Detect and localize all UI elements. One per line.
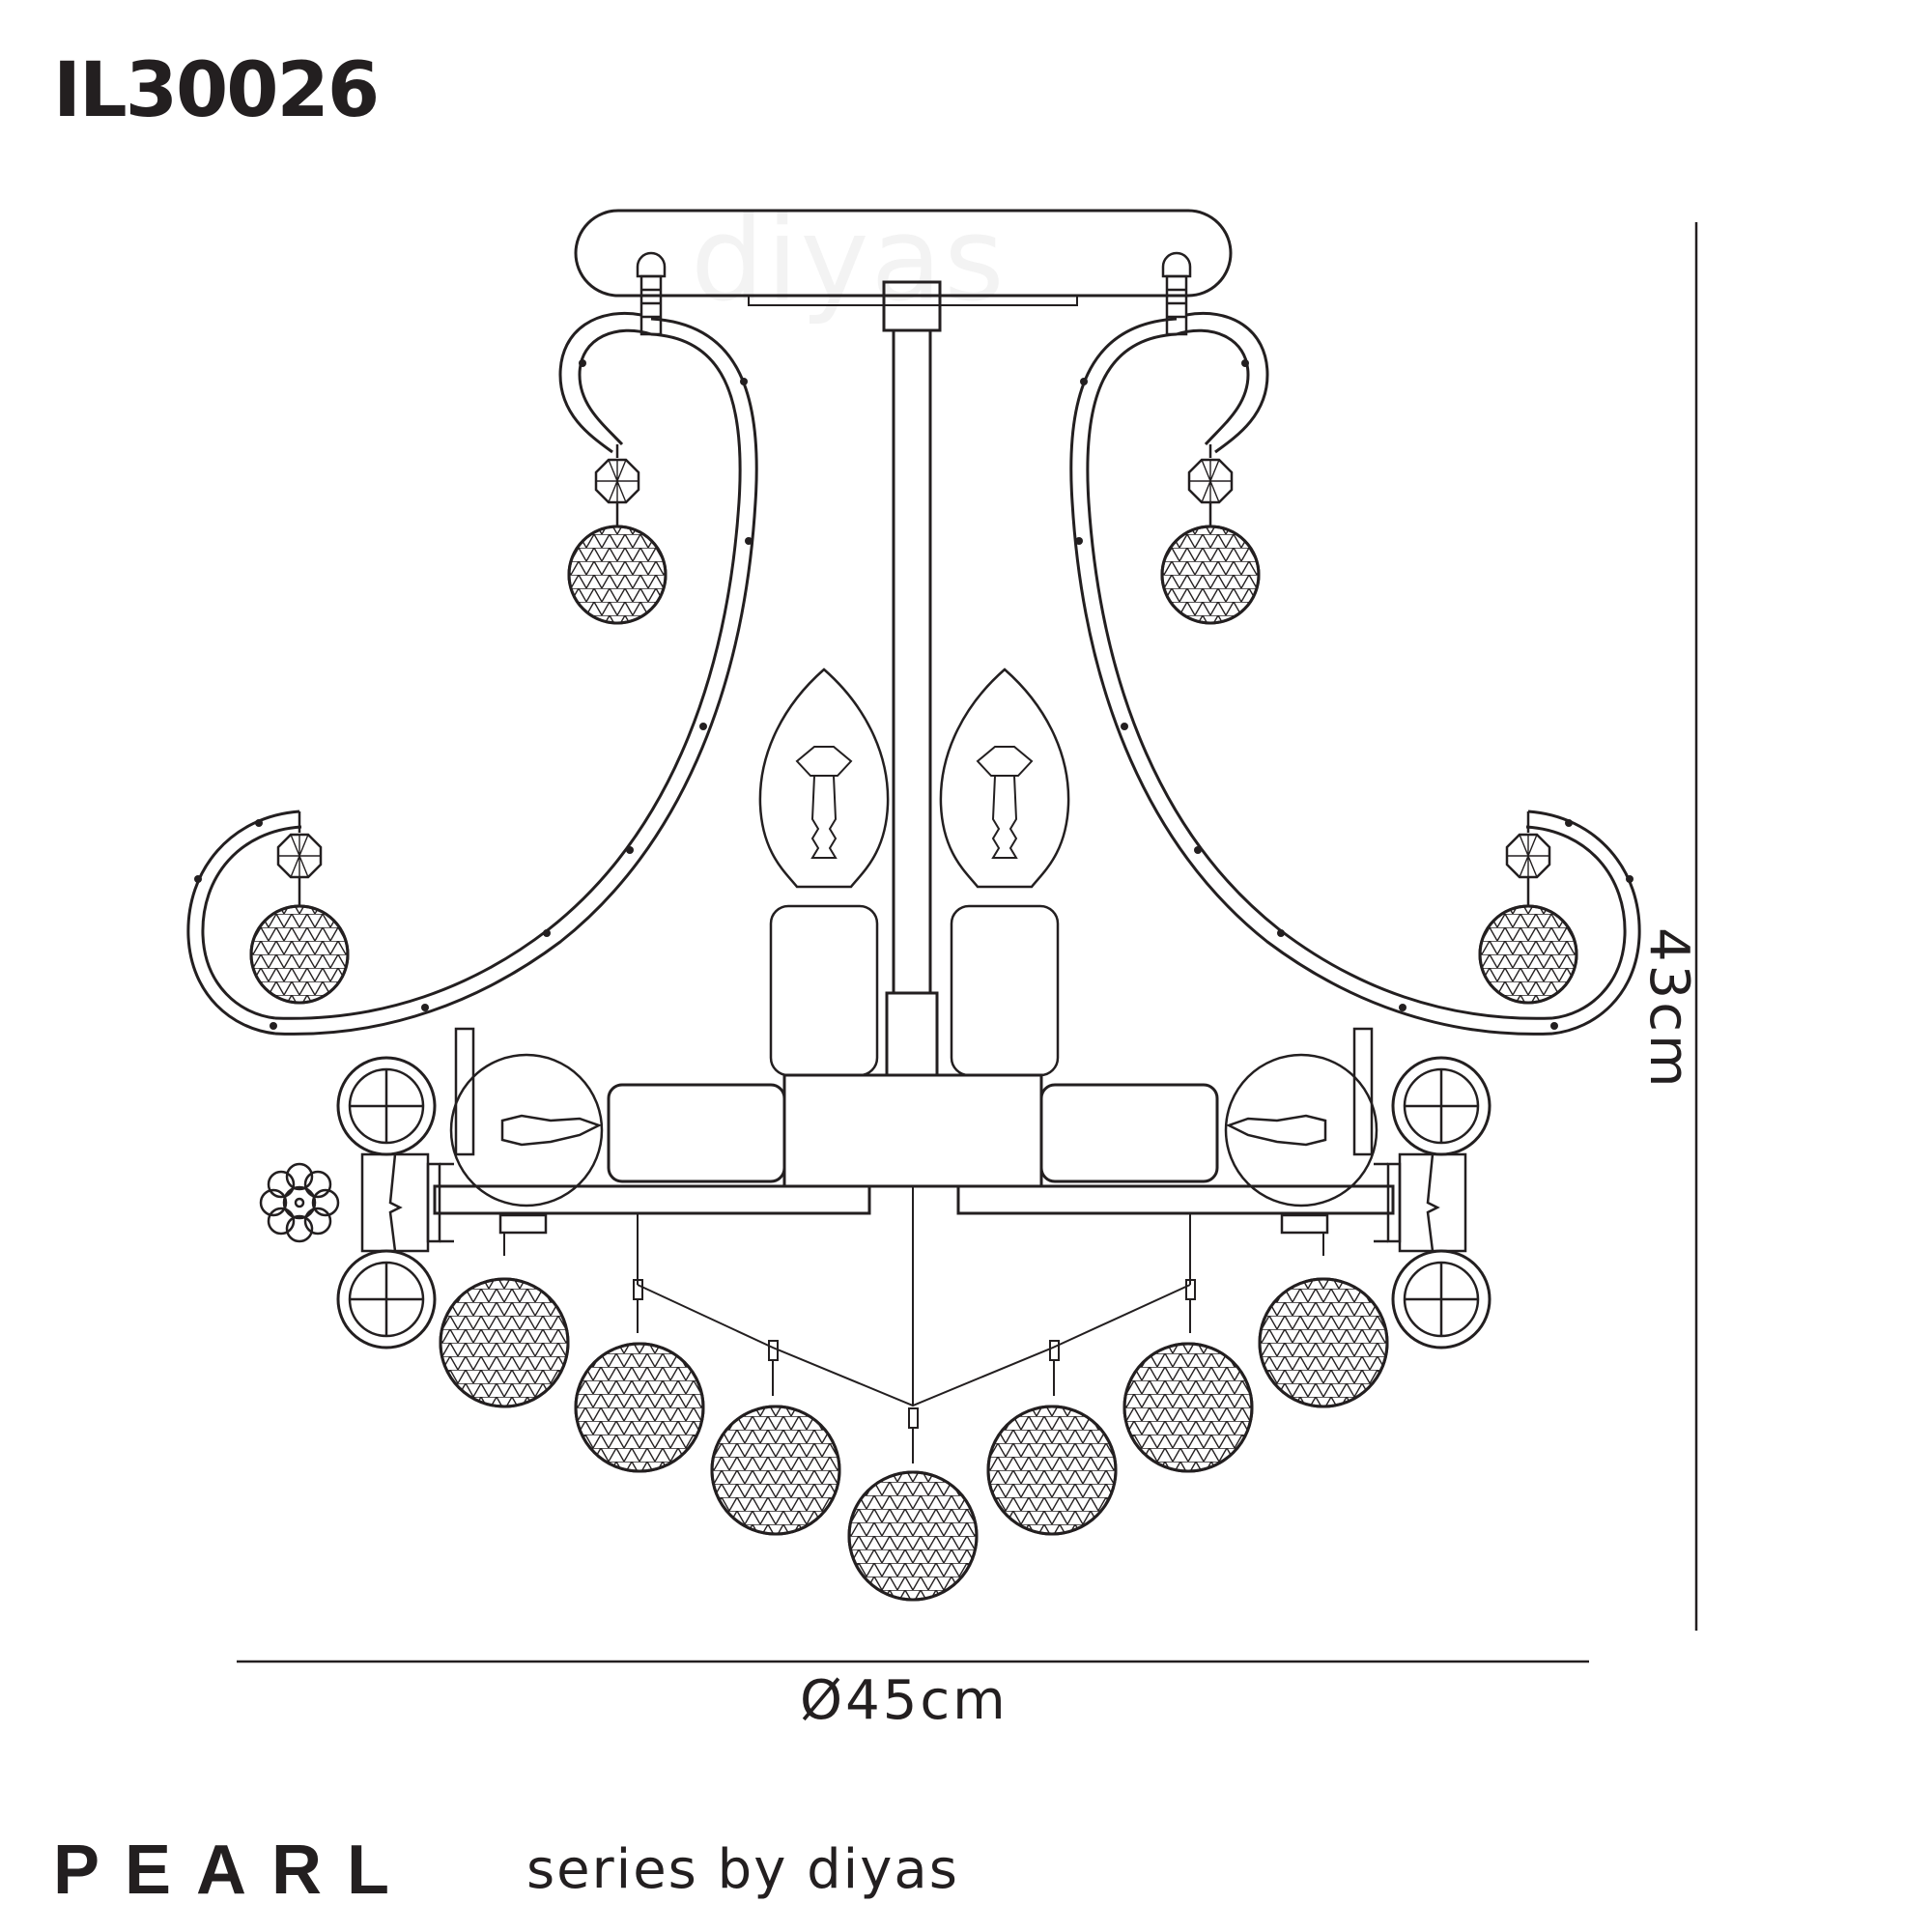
central-stem: [882, 280, 942, 1077]
outer-scrolls: [186, 810, 1641, 1036]
series-text: series by diyas: [526, 1838, 959, 1901]
upper-scroll-arms: [274, 311, 1553, 1036]
upper-crystal-drops: [249, 444, 1578, 1005]
product-name: PEARL: [53, 1832, 415, 1909]
side-bulbs: [449, 1053, 1378, 1208]
bottom-wires: [503, 1186, 1324, 1463]
dimension-lines: [237, 222, 1698, 1663]
ceiling-plate: [574, 209, 1233, 306]
arm-rivets: [194, 359, 1634, 1030]
mounting-screws: [636, 251, 1192, 336]
side-brackets: [360, 1027, 1467, 1253]
width-label: Ø45cm: [800, 1669, 1009, 1732]
height-label: 43cm: [1637, 927, 1700, 1091]
product-code: IL30026: [53, 47, 380, 134]
watermark: diyas: [691, 193, 1007, 327]
upper-bulbs: [758, 668, 1070, 1077]
flower-rosette-icon: [259, 1162, 340, 1243]
